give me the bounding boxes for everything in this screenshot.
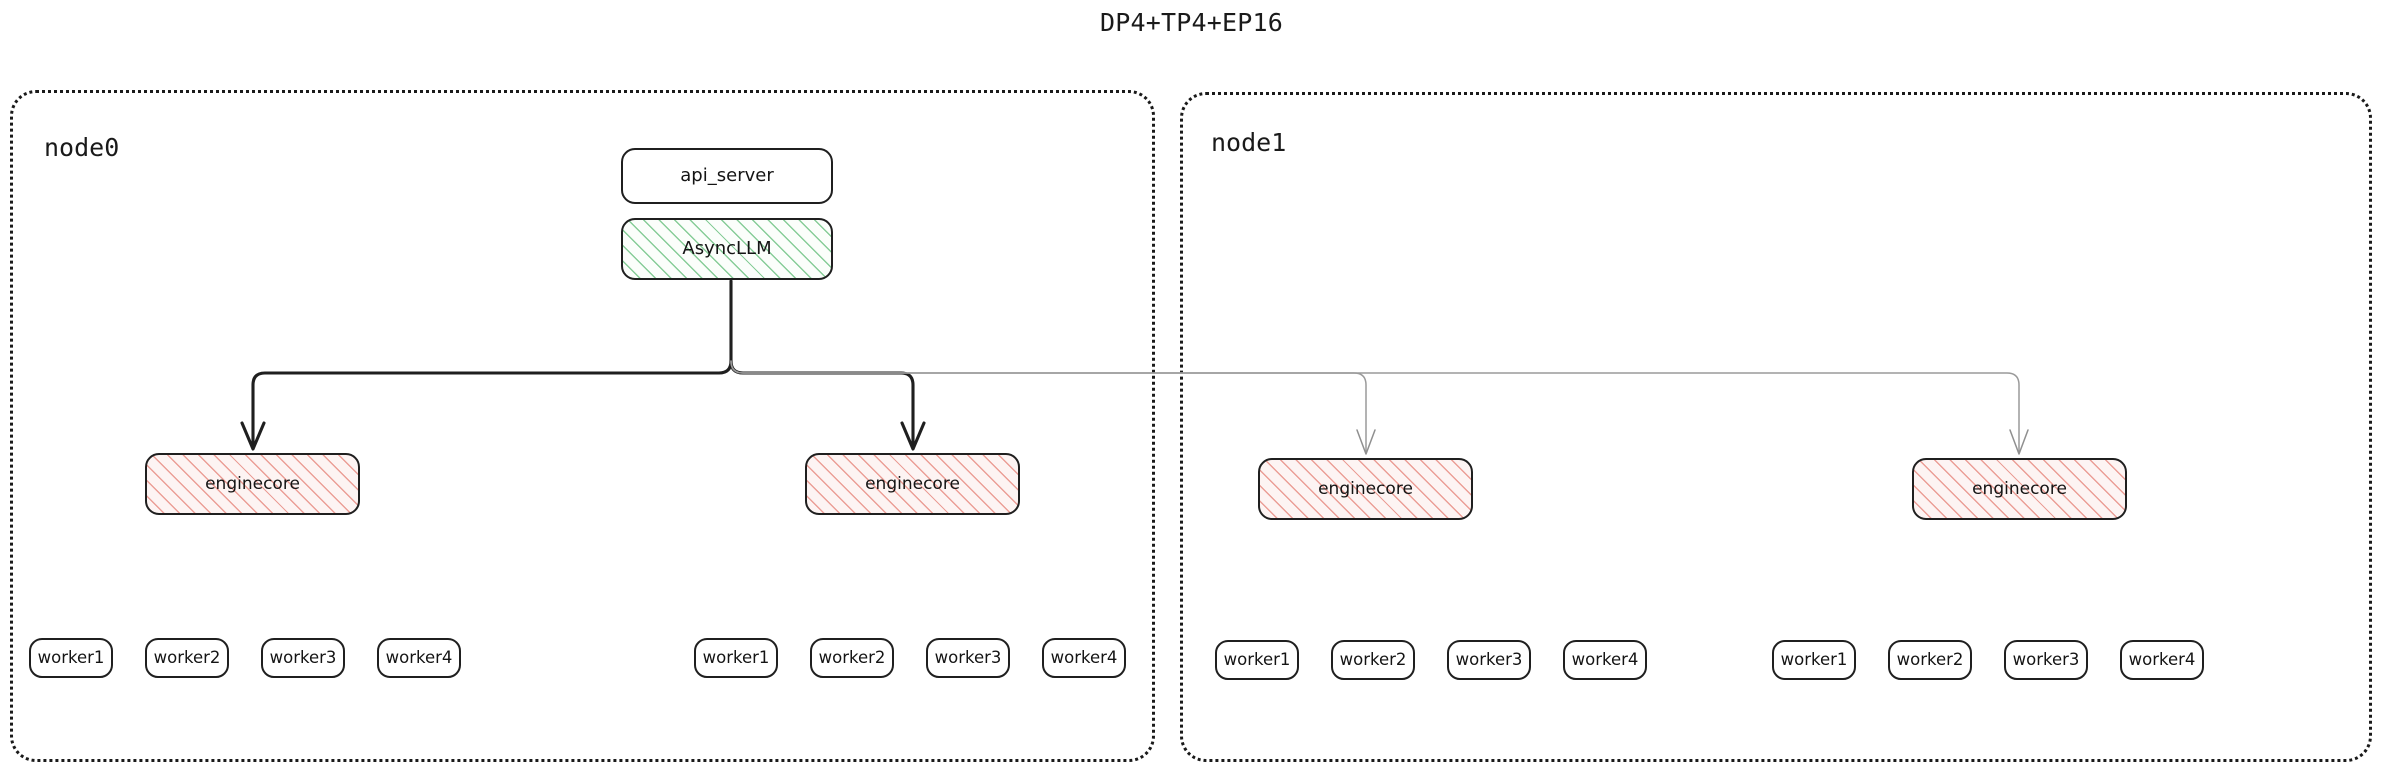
enginecore-label: enginecore: [1318, 478, 1413, 499]
node-label-node1: node1: [1211, 128, 1287, 157]
worker-box[interactable]: worker3: [2004, 640, 2088, 680]
worker-box[interactable]: worker2: [1888, 640, 1972, 680]
worker-box[interactable]: worker3: [1447, 640, 1531, 680]
api-server-box[interactable]: api_server: [621, 148, 833, 204]
worker-label: worker4: [1050, 647, 1118, 667]
worker-label: worker2: [153, 647, 221, 667]
worker-box[interactable]: worker4: [377, 638, 461, 678]
api-server-label: api_server: [680, 165, 774, 186]
enginecore-box[interactable]: enginecore: [145, 453, 360, 515]
enginecore-box[interactable]: enginecore: [805, 453, 1020, 515]
worker-label: worker3: [934, 647, 1002, 667]
enginecore-box[interactable]: enginecore: [1912, 458, 2127, 520]
worker-box[interactable]: worker1: [1772, 640, 1856, 680]
worker-box[interactable]: worker4: [2120, 640, 2204, 680]
enginecore-label: enginecore: [1972, 478, 2067, 499]
enginecore-label: enginecore: [865, 473, 960, 494]
worker-box[interactable]: worker1: [1215, 640, 1299, 680]
worker-label: worker1: [1223, 649, 1291, 669]
worker-box[interactable]: worker2: [145, 638, 229, 678]
worker-label: worker4: [385, 647, 453, 667]
worker-label: worker1: [37, 647, 105, 667]
worker-label: worker1: [702, 647, 770, 667]
worker-box[interactable]: worker3: [926, 638, 1010, 678]
worker-label: worker2: [1339, 649, 1407, 669]
worker-box[interactable]: worker4: [1042, 638, 1126, 678]
worker-label: worker3: [1455, 649, 1523, 669]
worker-box[interactable]: worker2: [1331, 640, 1415, 680]
worker-label: worker3: [2012, 649, 2080, 669]
worker-label: worker4: [2128, 649, 2196, 669]
worker-label: worker2: [818, 647, 886, 667]
async-llm-box[interactable]: AsyncLLM: [621, 218, 833, 280]
worker-box[interactable]: worker3: [261, 638, 345, 678]
enginecore-box[interactable]: enginecore: [1258, 458, 1473, 520]
node-label-node0: node0: [44, 133, 120, 162]
worker-label: worker4: [1571, 649, 1639, 669]
worker-label: worker3: [269, 647, 337, 667]
worker-box[interactable]: worker2: [810, 638, 894, 678]
page-title: DP4+TP4+EP16: [1099, 8, 1283, 37]
worker-box[interactable]: worker1: [29, 638, 113, 678]
worker-label: worker1: [1780, 649, 1848, 669]
worker-box[interactable]: worker1: [694, 638, 778, 678]
worker-label: worker2: [1896, 649, 1964, 669]
worker-box[interactable]: worker4: [1563, 640, 1647, 680]
enginecore-label: enginecore: [205, 473, 300, 494]
async-llm-label: AsyncLLM: [682, 238, 772, 259]
